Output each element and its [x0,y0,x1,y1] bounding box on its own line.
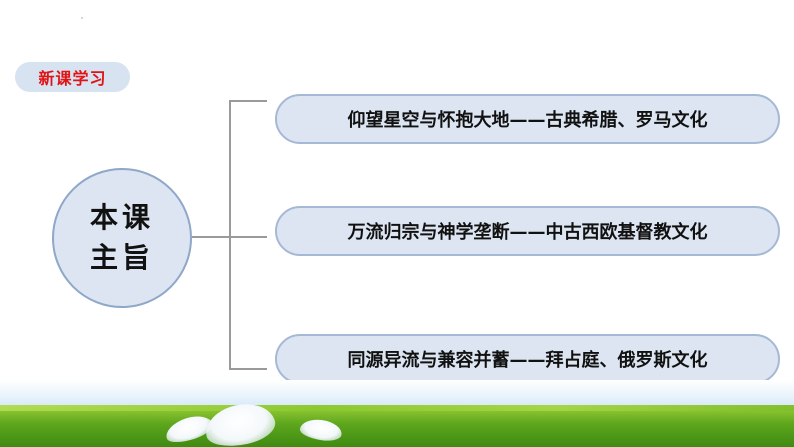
connector-stem [192,236,230,238]
section-badge-label: 新课学习 [38,69,107,88]
connector-branch-bottom [229,368,267,370]
grass-highlight [0,405,794,411]
connector-vertical [229,100,231,370]
grass-footer [0,405,794,447]
connector-branch-top [229,100,267,102]
topic-item-2-text: 万流归宗与神学垄断——中古西欧基督教文化 [347,222,708,243]
topic-item-2: 万流归宗与神学垄断——中古西欧基督教文化 [275,206,780,256]
connector-branch-middle [229,236,267,238]
topic-circle: 本课 主旨 [52,168,192,308]
topic-item-3: 同源异流与兼容并蓄——拜占庭、俄罗斯文化 [275,334,780,384]
topic-item-1-text: 仰望星空与怀抱大地——古典希腊、罗马文化 [347,110,708,131]
corner-dot [81,17,83,19]
topic-line-1: 本课 [89,201,154,234]
topic-item-1: 仰望星空与怀抱大地——古典希腊、罗马文化 [275,94,780,144]
section-badge: 新课学习 [15,62,130,92]
topic-line-2: 主旨 [89,241,154,274]
topic-item-3-text: 同源异流与兼容并蓄——拜占庭、俄罗斯文化 [347,350,708,371]
